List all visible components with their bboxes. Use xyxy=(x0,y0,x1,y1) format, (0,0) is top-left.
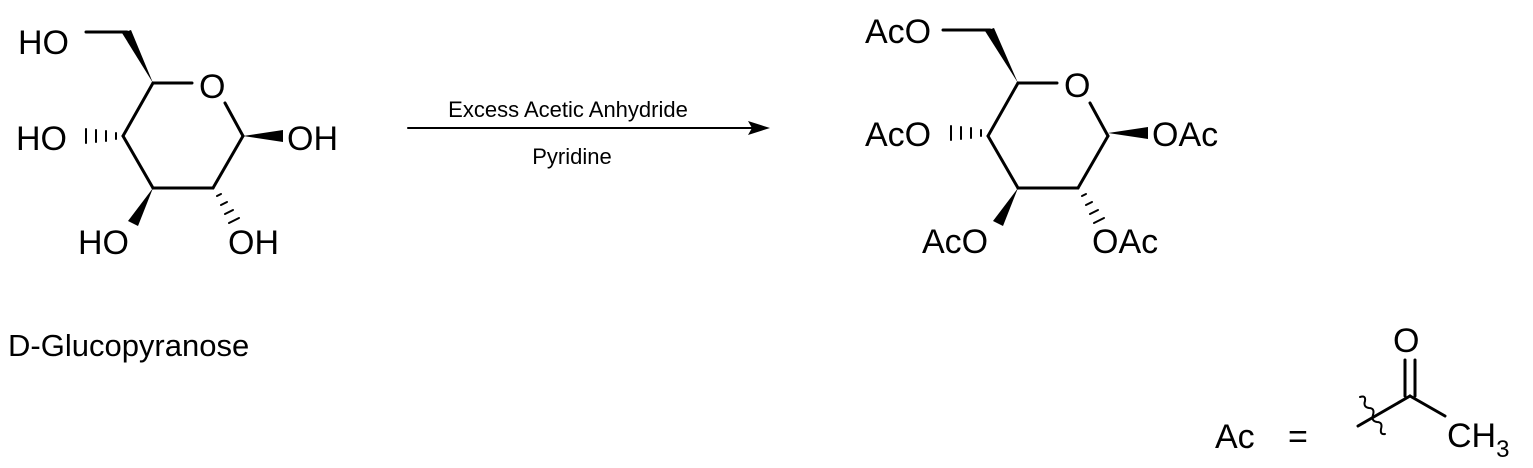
label-c2-oac: OAc xyxy=(1092,223,1158,261)
product-pentaacetate: AcO O AcO OAc AcO OAc xyxy=(865,13,1218,261)
reagent-label: Excess Acetic Anhydride xyxy=(448,97,688,122)
hash-bond xyxy=(950,125,982,141)
legend-abbr: Ac xyxy=(1215,418,1255,456)
legend-equals: = xyxy=(1288,418,1308,456)
label-c1-oac: OAc xyxy=(1152,116,1218,154)
label-c1-oh: OH xyxy=(287,120,338,158)
reaction-arrow: Excess Acetic Anhydride Pyridine xyxy=(407,97,770,169)
label-ring-o: O xyxy=(1064,67,1090,105)
label-c4-oh: HO xyxy=(16,120,67,158)
arrowhead-icon xyxy=(748,121,770,135)
label-c6-oac: AcO xyxy=(865,13,931,51)
hash-bond xyxy=(216,193,240,224)
reactant-glucopyranose: HO O HO OH HO OH D-Glucopyrano xyxy=(8,24,338,363)
label-c6-oh: HO xyxy=(18,24,69,62)
reactant-name: D-Glucopyranose xyxy=(8,328,249,363)
label-c2-oh: OH xyxy=(228,224,279,262)
legend-methyl: CH3 xyxy=(1447,417,1509,463)
label-c3-oac: AcO xyxy=(922,223,988,261)
solvent-label: Pyridine xyxy=(532,144,611,169)
label-ring-o: O xyxy=(199,68,225,106)
legend-carbonyl-o: O xyxy=(1393,322,1419,360)
hash-bond xyxy=(1081,193,1105,224)
methyl-ch: CH xyxy=(1447,417,1496,455)
methyl-subscript: 3 xyxy=(1496,436,1509,463)
hash-bond xyxy=(85,128,117,144)
label-c3-oh: HO xyxy=(78,224,129,262)
acetyl-legend: Ac = O CH3 xyxy=(1215,322,1509,463)
label-c4-oac: AcO xyxy=(865,116,931,154)
wavy-bond-icon xyxy=(1359,395,1386,436)
